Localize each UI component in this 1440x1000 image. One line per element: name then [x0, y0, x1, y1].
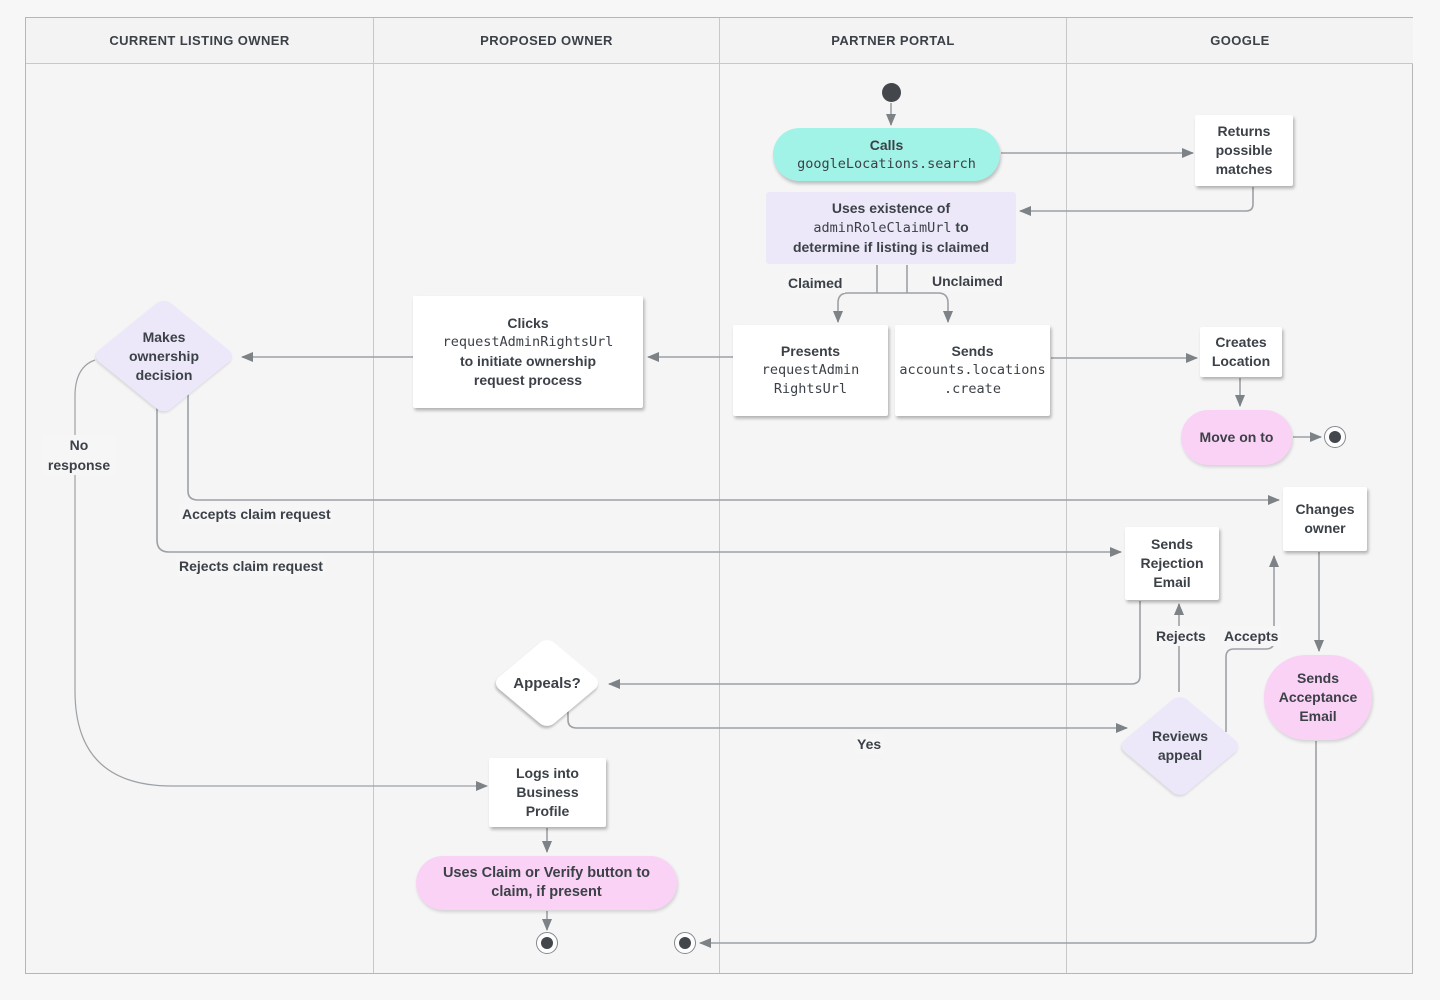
node-label: Makes ownership decision [128, 328, 199, 383]
node-move-on-to: Move on to [1181, 410, 1292, 465]
node-logs-into-business-profile: Logs into Business Profile [489, 758, 606, 827]
node-uses-claim-or-verify: Uses Claim or Verify button to claim, if… [416, 856, 677, 910]
node-line4: request process [473, 372, 583, 388]
node-uses-existence: Uses existence of adminRoleClaimUrl to d… [766, 192, 1016, 264]
node-code: requestAdmin RightsUrl [761, 362, 860, 397]
node-code: googleLocations.search [797, 155, 976, 172]
label-unclaimed: Unclaimed [929, 271, 1006, 291]
node-reviews-appeal: Reviews appeal [1117, 693, 1243, 799]
lane-header-current-listing-owner: CURRENT LISTING OWNER [26, 18, 373, 64]
end-node-proposed-owner [536, 932, 558, 954]
lane-google: GOOGLE [1067, 18, 1413, 973]
node-presents-requestadminrightsurl: Presents requestAdmin RightsUrl [733, 325, 888, 416]
end-node-google [1324, 426, 1346, 448]
end-node-dot [541, 937, 553, 949]
node-title: Clicks [507, 315, 549, 331]
lane-header-partner-portal: PARTNER PORTAL [720, 18, 1066, 64]
lane-partner-portal: PARTNER PORTAL [720, 18, 1067, 973]
node-creates-location: Creates Location [1200, 327, 1282, 377]
node-label: Reviews appeal [1151, 728, 1209, 763]
node-sends-accounts-locations-create: Sends accounts.locations .create [895, 325, 1050, 416]
label-rejects-claim-request: Rejects claim request [176, 556, 326, 576]
label-no-response: No response [42, 435, 116, 475]
node-line3: to initiate ownership [459, 353, 597, 369]
lane-proposed-owner: PROPOSED OWNER [374, 18, 720, 973]
lane-header-proposed-owner: PROPOSED OWNER [374, 18, 719, 64]
start-node [882, 83, 901, 102]
node-code: accounts.locations .create [899, 362, 1046, 397]
node-line1: Uses existence of [831, 200, 951, 216]
label-claimed: Claimed [785, 273, 846, 293]
lane-header-google: GOOGLE [1067, 18, 1413, 64]
node-label: Appeals? [513, 674, 581, 692]
label-yes: Yes [854, 734, 885, 754]
node-line2: adminRoleClaimUrl to [813, 218, 968, 238]
node-clicks-requestadminrightsurl: Clicks requestAdminRightsUrl to initiate… [413, 296, 643, 408]
label-rejects: Rejects [1153, 626, 1209, 646]
node-title: Presents [780, 343, 841, 359]
node-title: Calls [869, 136, 904, 153]
node-makes-ownership-decision: Makes ownership decision [91, 297, 237, 415]
node-returns-possible-matches: Returns possible matches [1195, 115, 1293, 186]
node-code: requestAdminRightsUrl [442, 334, 614, 350]
lane-current-listing-owner: CURRENT LISTING OWNER [26, 18, 374, 973]
node-title: Sends [951, 343, 994, 359]
node-appeals: Appeals? [491, 636, 603, 730]
end-node-dot [679, 937, 691, 949]
node-line3: determine if listing is claimed [792, 239, 990, 255]
node-code: adminRoleClaimUrl [813, 220, 952, 236]
node-line2-suffix: to [951, 219, 969, 235]
node-changes-owner: Changes owner [1283, 487, 1367, 551]
node-sends-rejection-email: Sends Rejection Email [1125, 527, 1219, 600]
node-calls-googlelocations-search: Calls googleLocations.search [773, 128, 1000, 181]
end-node-dot [1329, 431, 1341, 443]
label-accepts: Accepts [1221, 626, 1282, 646]
end-node-partner-portal [674, 932, 696, 954]
label-accepts-claim-request: Accepts claim request [179, 504, 334, 524]
node-sends-acceptance-email: Sends Acceptance Email [1264, 655, 1372, 740]
